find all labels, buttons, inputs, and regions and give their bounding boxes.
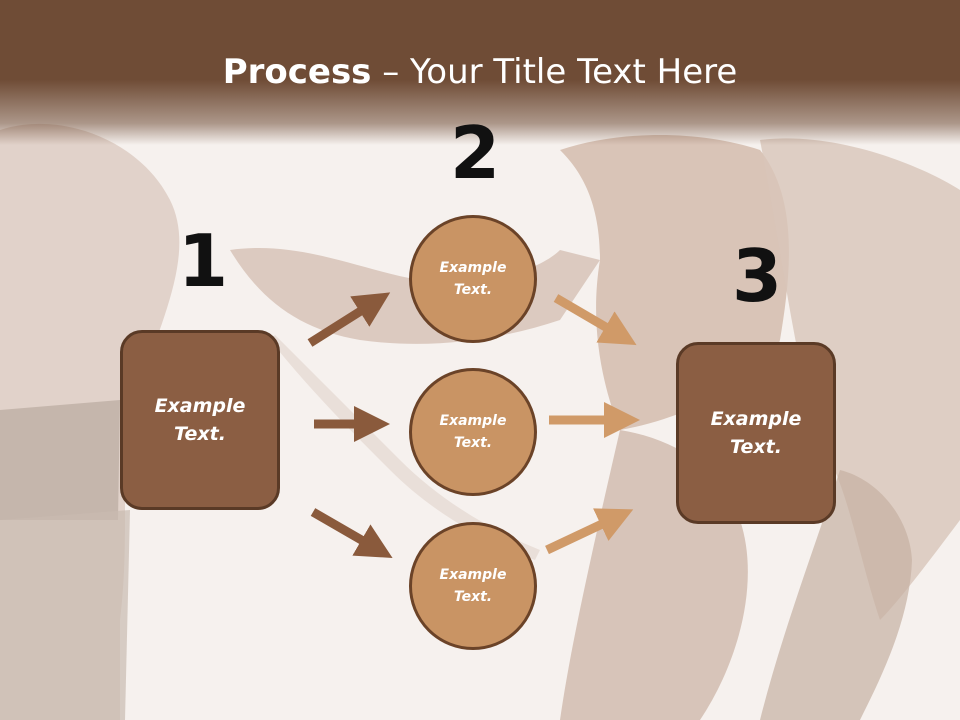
process-circle-middle: Example Text. xyxy=(409,368,537,496)
arrow-left-to-top xyxy=(307,292,391,347)
left-process-box: Example Text. xyxy=(120,330,280,510)
arrow-top-to-right xyxy=(553,294,637,346)
right-process-box: Example Text. xyxy=(676,342,836,524)
arrow-left-to-bottom xyxy=(310,508,393,559)
slide-title: Process – Your Title Text Here xyxy=(0,52,960,92)
right-box-label: Example Text. xyxy=(710,407,802,459)
arrow-bottom-to-right xyxy=(545,508,634,555)
title-bold: Process xyxy=(222,52,372,92)
header-band xyxy=(0,0,960,145)
process-circle-top: Example Text. xyxy=(409,215,537,343)
step-number-3: 3 xyxy=(732,234,783,318)
process-circle-bottom: Example Text. xyxy=(409,522,537,650)
left-box-label: Example Text. xyxy=(154,394,246,446)
circle-middle-label: Example Text. xyxy=(439,412,507,451)
circle-top-label: Example Text. xyxy=(439,259,507,298)
circle-bottom-label: Example Text. xyxy=(439,566,507,605)
title-rest: – Your Title Text Here xyxy=(371,52,738,92)
step-number-1: 1 xyxy=(178,219,229,303)
step-number-2: 2 xyxy=(450,111,501,195)
